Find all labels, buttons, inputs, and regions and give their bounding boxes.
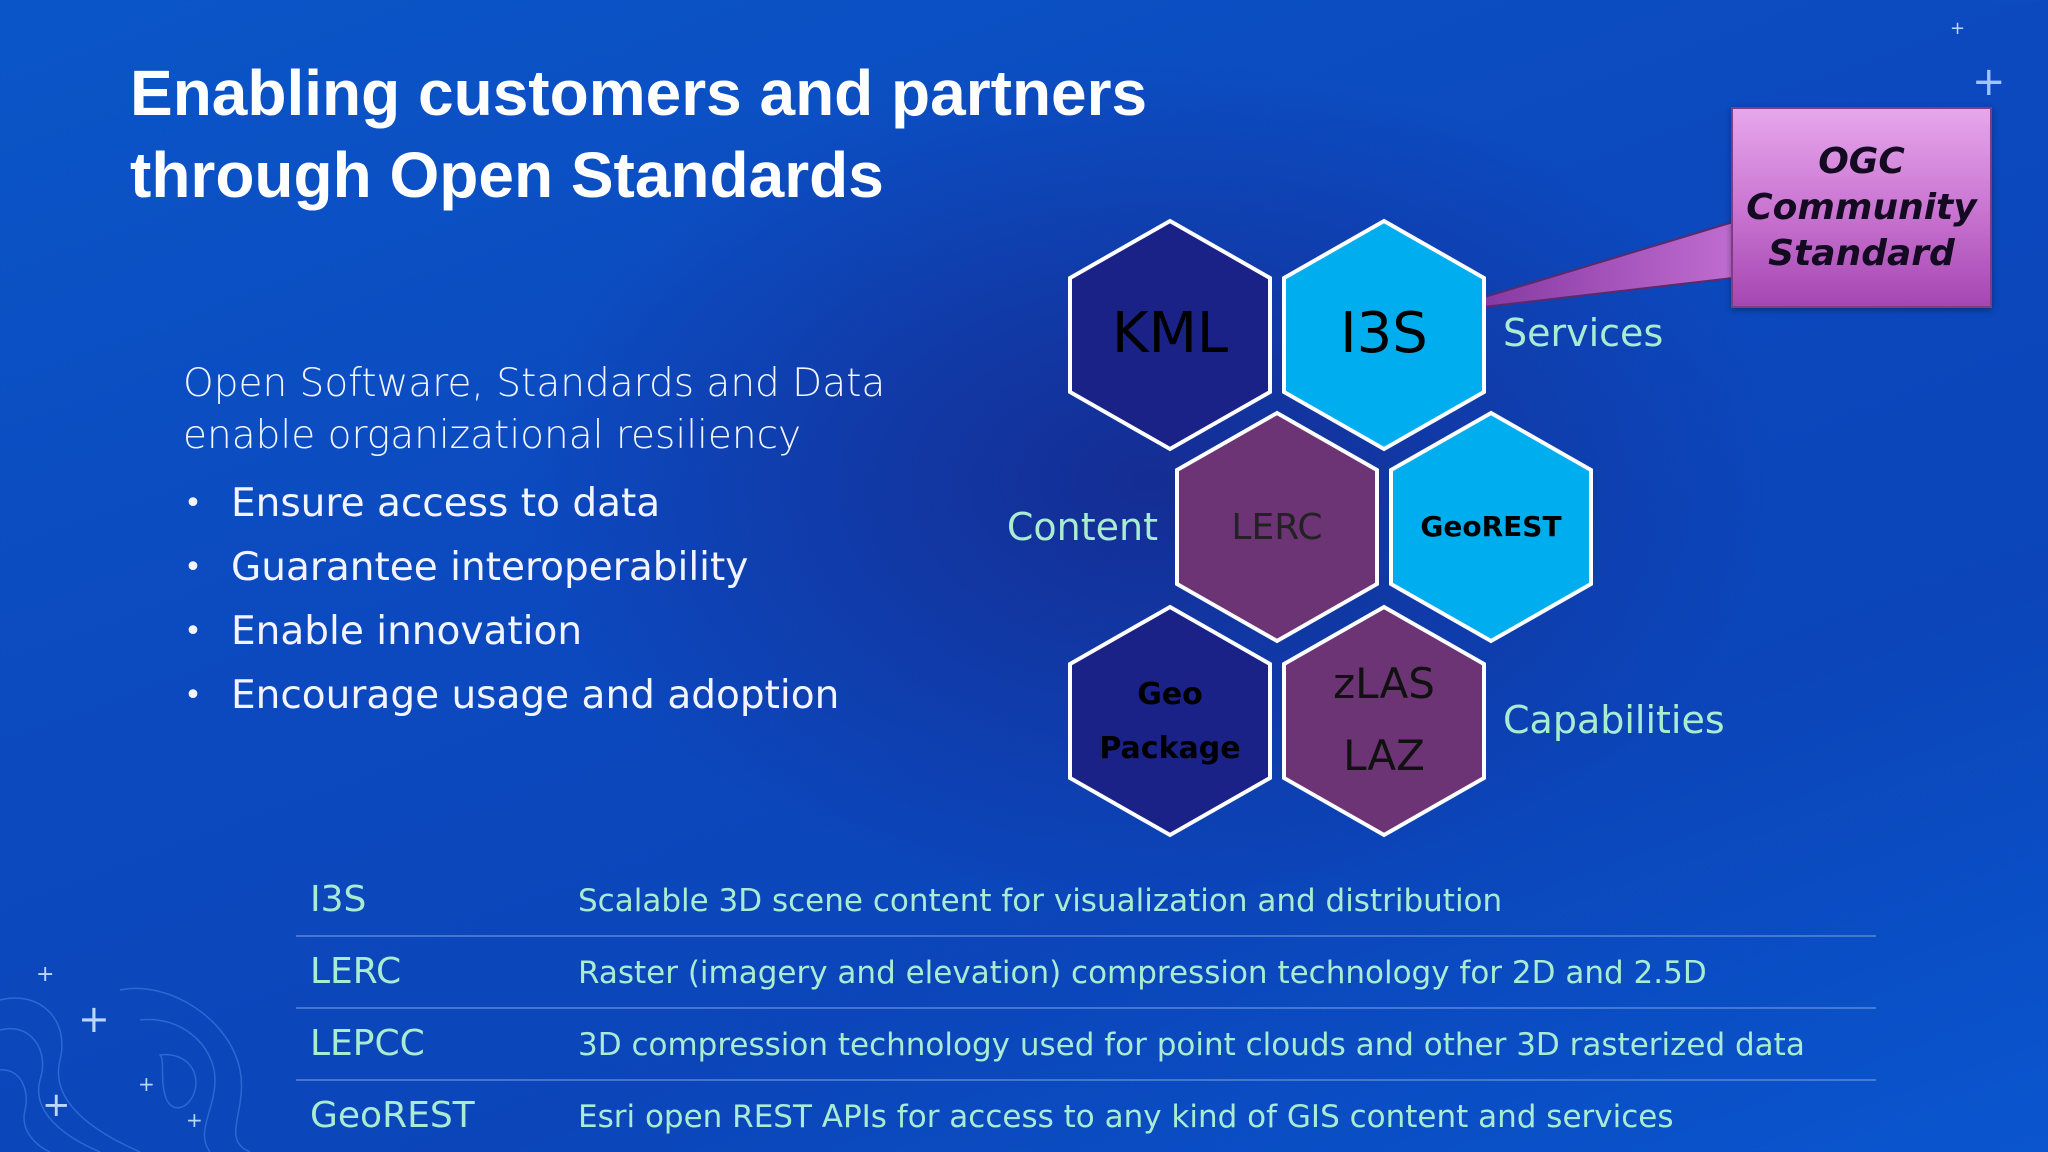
bullet-item: • Enable innovation <box>183 600 839 664</box>
services-label: Services <box>1503 311 1663 355</box>
title-line-2: through Open Standards <box>130 139 884 211</box>
bullet-dot-icon: • <box>184 550 202 585</box>
callout-line-3: Standard <box>1768 232 1955 274</box>
hex-geopackage-label-line2: Package <box>1099 731 1240 766</box>
bullet-item: • Ensure access to data <box>183 472 839 536</box>
sparkle-icon: + <box>138 1072 155 1096</box>
bullet-text: Encourage usage and adoption <box>231 673 840 718</box>
hex-geopackage-label-line1: Geo <box>1137 677 1203 712</box>
hex-geopackage <box>1068 604 1272 838</box>
definition-description: Esri open REST APIs for access to any ki… <box>578 1099 1674 1135</box>
hex-lerc <box>1175 410 1379 644</box>
hex-georest <box>1389 410 1593 644</box>
definition-description: Raster (imagery and elevation) compressi… <box>578 955 1707 991</box>
hex-zlas <box>1282 604 1486 838</box>
bullet-text: Guarantee interoperability <box>231 545 749 590</box>
sparkle-icon: + <box>36 962 55 987</box>
topo-contour-decoration <box>0 987 251 1152</box>
definition-term: I3S <box>310 879 367 920</box>
hex-i3s <box>1282 218 1486 452</box>
sparkle-icon: + <box>78 997 110 1041</box>
callout-line-2: Community <box>1746 186 1977 228</box>
callout-line-1: OGC <box>1818 140 1905 182</box>
definition-description: 3D compression technology used for point… <box>578 1027 1805 1063</box>
definitions-table: I3S Scalable 3D scene content for visual… <box>296 865 1876 1152</box>
bullet-dot-icon: • <box>184 486 202 521</box>
slide-title: Enabling customers and partners through … <box>130 52 1330 216</box>
bullet-item: • Encourage usage and adoption <box>183 664 839 728</box>
bullet-dot-icon: • <box>184 678 202 713</box>
capabilities-label: Capabilities <box>1503 698 1725 742</box>
title-line-1: Enabling customers and partners <box>130 57 1148 129</box>
bullet-list: • Ensure access to data • Guarantee intero… <box>183 472 839 728</box>
definition-row: GeoREST Esri open REST APIs for access t… <box>296 1081 1876 1152</box>
sparkle-icon: + <box>1950 18 1966 39</box>
definition-row: LEPCC 3D compression technology used for… <box>296 1009 1876 1081</box>
hex-zlas-label-line1: zLAS <box>1333 659 1435 708</box>
definition-row: LERC Raster (imagery and elevation) comp… <box>296 937 1876 1009</box>
definition-term: GeoREST <box>310 1095 475 1136</box>
definition-description: Scalable 3D scene content for visualizat… <box>578 883 1503 919</box>
definition-term: LEPCC <box>310 1023 425 1064</box>
bullet-text: Ensure access to data <box>231 481 661 526</box>
hex-kml-label: KML <box>1112 301 1228 366</box>
definition-term: LERC <box>310 951 402 992</box>
sparkle-icon: + <box>1972 59 2006 105</box>
bullet-text: Enable innovation <box>231 609 583 654</box>
sparkle-icon: + <box>42 1085 71 1125</box>
intro-text: Open Software, Standards and Data enable… <box>183 358 943 462</box>
content-label: Content <box>1007 505 1158 549</box>
hex-kml <box>1068 218 1272 452</box>
intro-line-2: enable organizational resiliency <box>183 413 802 458</box>
hex-lerc-label: LERC <box>1231 507 1322 548</box>
bullet-dot-icon: • <box>184 614 202 649</box>
definition-row: I3S Scalable 3D scene content for visual… <box>296 865 1876 937</box>
ogc-community-standard-callout: OGC Community Standard <box>1731 107 1992 308</box>
intro-line-1: Open Software, Standards and Data <box>183 361 886 406</box>
hex-georest-label: GeoREST <box>1420 510 1561 543</box>
sparkle-icon: + <box>186 1108 203 1132</box>
hex-i3s-label: I3S <box>1340 301 1428 366</box>
bullet-item: • Guarantee interoperability <box>183 536 839 600</box>
hex-zlas-label-line2: LAZ <box>1343 731 1425 780</box>
